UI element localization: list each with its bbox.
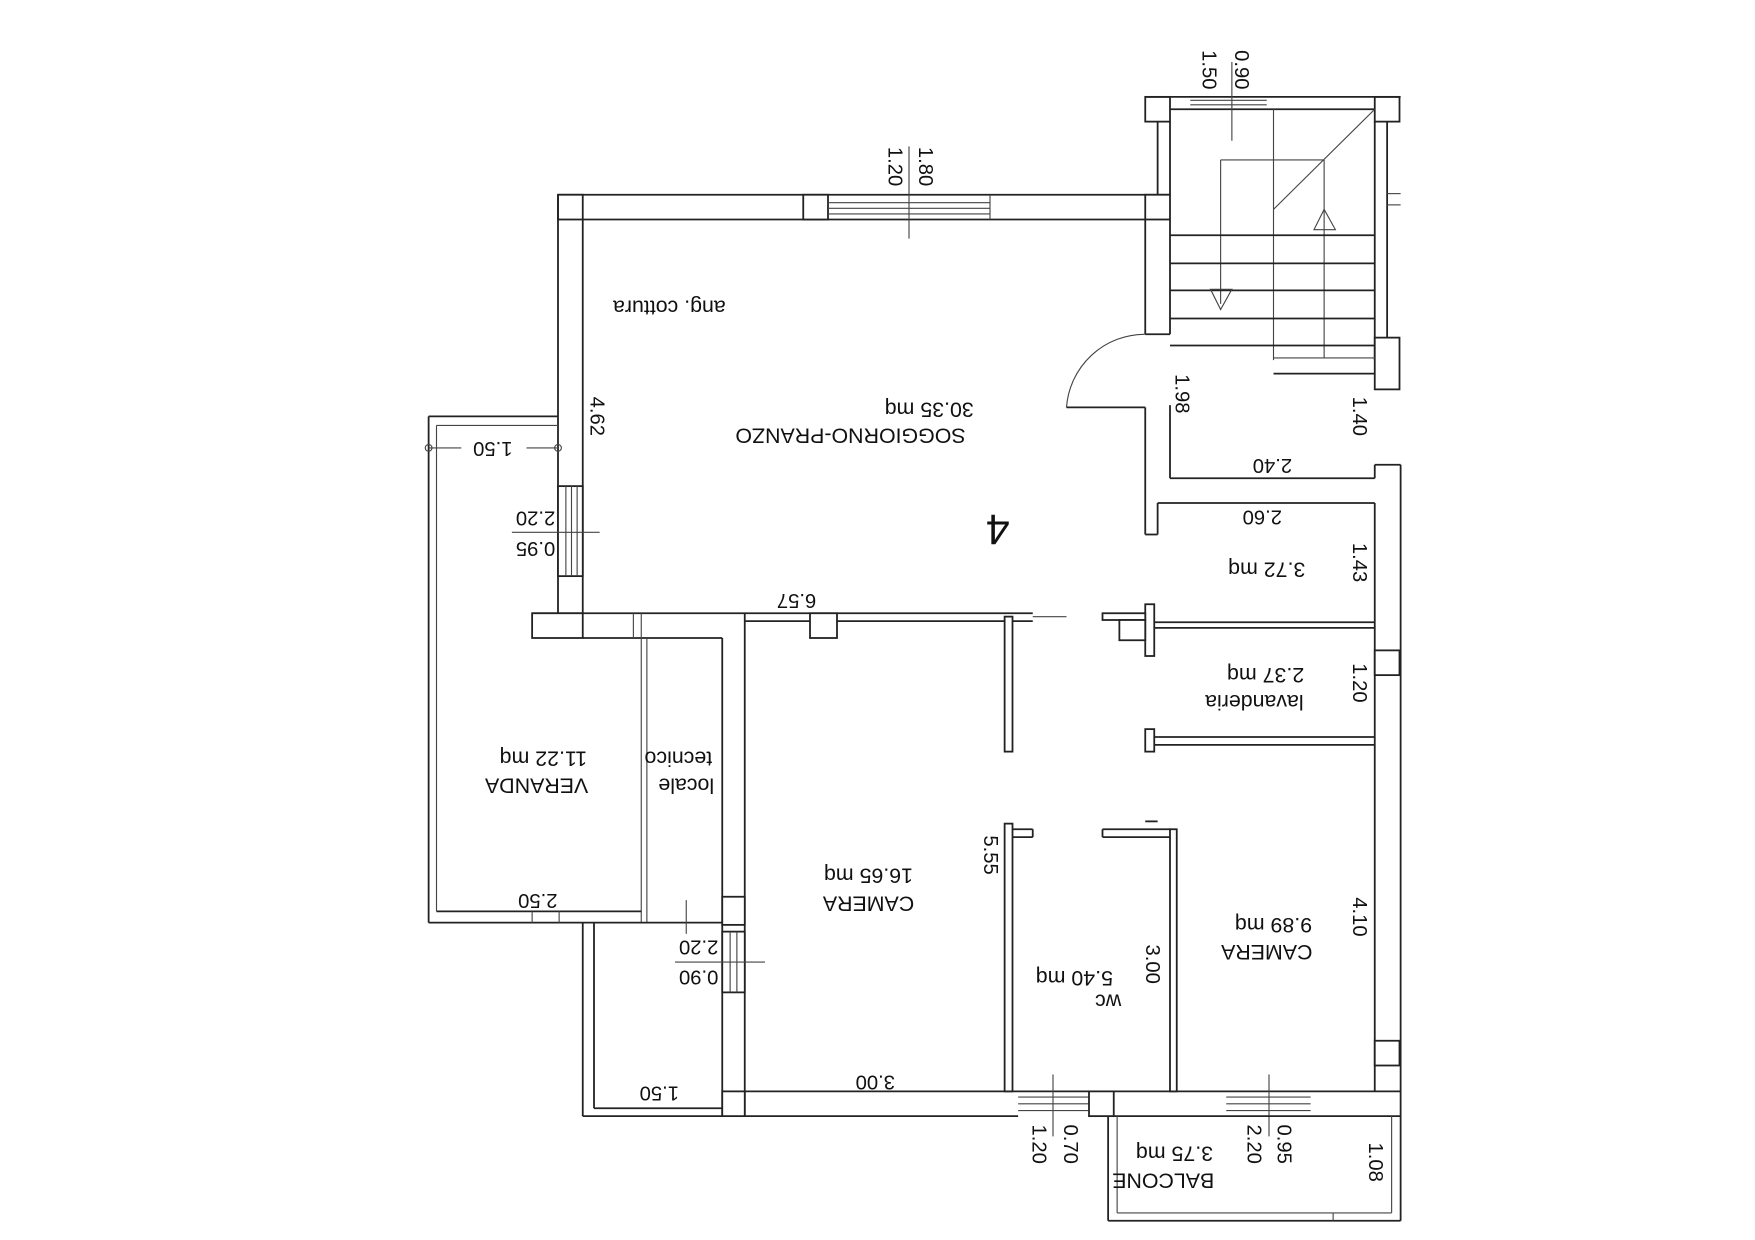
room-labels: 4 ang. cottura SOGGIORNO-PRANZO 30.35 mq…: [484, 295, 1312, 1192]
dim-label: 1.20: [883, 147, 905, 186]
entry-door-swing: [1065, 333, 1146, 408]
dimension-labels: 1.50 0.90 1.20 1.80 4.62 1.50 2.20 0.95 …: [473, 50, 1386, 1182]
dim-label: 1.80: [914, 147, 936, 186]
dim-label: 5.55: [979, 835, 1001, 874]
room-name-tecnico: tecnico: [645, 746, 713, 770]
room-area-wc: 5.40 mq: [1036, 966, 1113, 990]
stair-up-arrow-icon: [1313, 208, 1337, 231]
dim-label: 2.20: [516, 507, 555, 529]
veranda-window: [511, 485, 600, 578]
dim-label: 1.50: [1197, 50, 1219, 89]
dim-label: 3.00: [856, 1070, 895, 1092]
dim-label: 0.90: [679, 966, 718, 988]
stair-down-arrow-icon: [1209, 288, 1233, 311]
dim-label: 1.50: [640, 1082, 679, 1104]
staircase: [1170, 108, 1376, 375]
living-window: [828, 146, 991, 239]
unit-number: 4: [986, 505, 1010, 553]
camera-small-window: [1226, 1074, 1311, 1137]
dim-label: 1.20: [1348, 663, 1370, 702]
room-area-veranda: 11.22 mq: [500, 746, 587, 770]
dim-label: 1.08: [1364, 1143, 1386, 1182]
dim-label: 2.20: [1242, 1125, 1264, 1164]
room-area-soggiorno: 30.35 mq: [885, 398, 974, 422]
walls: [424, 61, 1402, 1222]
room-area-disimpegno: 3.72 mq: [1228, 557, 1305, 581]
dim-label: 1.50: [473, 437, 512, 459]
wc-window: [1018, 1074, 1089, 1137]
stair-window: [1190, 61, 1267, 141]
dim-label: 1.40: [1348, 397, 1370, 436]
room-name-balcone: BALCONE: [1112, 1168, 1214, 1192]
room-name-wc: wc: [1095, 989, 1122, 1013]
dim-label: 2.60: [1243, 506, 1282, 528]
room-name-soggiorno: SOGGIORNO-PRANZO: [735, 423, 965, 447]
dim-label: 0.90: [1230, 50, 1252, 89]
dim-label: 6.57: [777, 589, 816, 611]
room-name-camera-small: CAMERA: [1220, 940, 1312, 964]
dim-label: 3.00: [1141, 945, 1163, 984]
dim-label: 1.43: [1348, 543, 1370, 582]
room-area-camera-large: 16.65 mq: [824, 863, 913, 887]
dim-label: 0.95: [1273, 1125, 1295, 1164]
dim-label: 1.20: [1027, 1125, 1049, 1164]
room-name-cottura: ang. cottura: [613, 295, 726, 319]
dim-label: 4.62: [585, 397, 607, 436]
room-area-camera-small: 9.89 mq: [1235, 913, 1312, 937]
room-area-lavanderia: 2.37 mq: [1227, 663, 1304, 687]
room-name-camera-large: CAMERA: [822, 892, 914, 916]
room-name-veranda: VERANDA: [484, 773, 588, 797]
dim-label: 2.20: [679, 935, 718, 957]
dim-label: 2.50: [518, 889, 557, 911]
dim-label: 2.40: [1253, 454, 1292, 476]
veranda-width-dimension: [424, 443, 562, 452]
room-name-lavanderia: lavanderia: [1205, 690, 1304, 714]
room-name-locale: locale: [658, 773, 714, 797]
dim-label: 0.95: [516, 537, 555, 559]
camera-window: [675, 930, 765, 994]
dim-label: 4.10: [1348, 897, 1370, 936]
dim-label: 1.98: [1170, 374, 1192, 413]
room-area-balcone: 3.75 mq: [1136, 1141, 1213, 1165]
dim-label: 0.70: [1059, 1125, 1081, 1164]
